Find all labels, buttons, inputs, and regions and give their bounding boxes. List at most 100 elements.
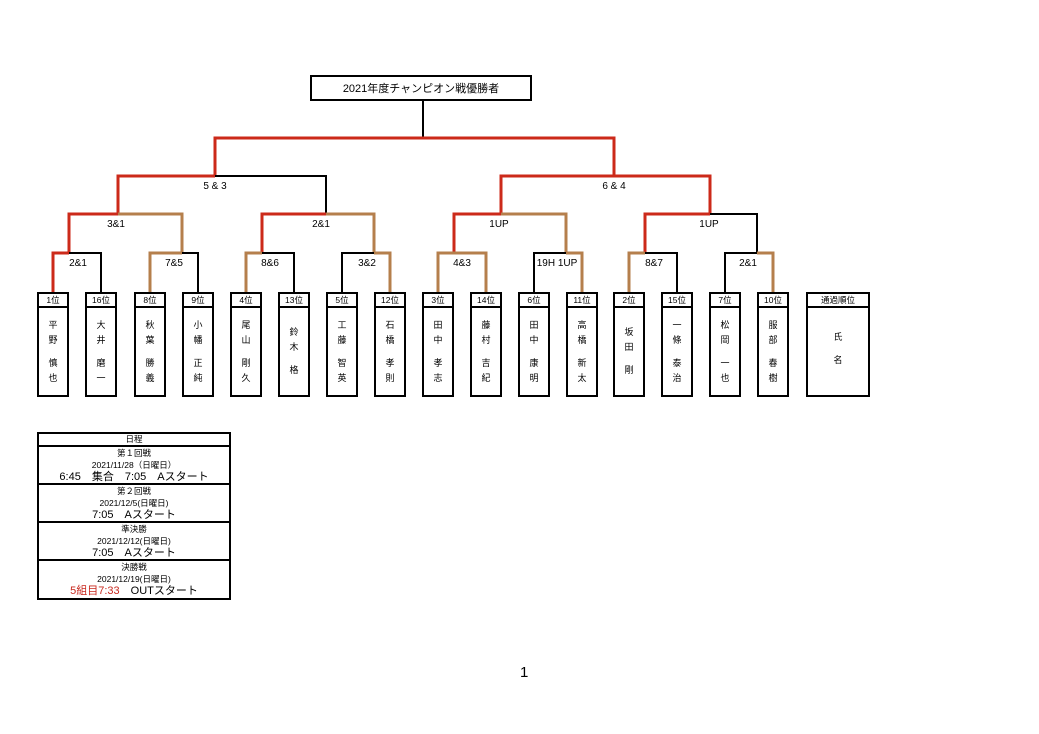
player-name-char: 紀 (481, 373, 491, 383)
player-name-char: 泰 (672, 358, 682, 368)
player-name-char: 孝 (433, 358, 443, 368)
player-seed: 8位 (136, 294, 164, 308)
bracket-final-left (213, 136, 423, 176)
bracket-r1-7-right (645, 252, 678, 292)
bracket-r1-2-left (148, 251, 182, 292)
player-name-char: 村 (481, 335, 491, 345)
bracket-r1-6-right (566, 251, 584, 292)
player-name-char: 高 (577, 320, 587, 330)
score-r1-3: 8&6 (261, 258, 279, 269)
bracket-r1-4-right (374, 251, 392, 292)
player-seed: 2位 (615, 294, 643, 308)
player-name-char: 山 (241, 335, 251, 345)
player-card-9: 3位田中孝志 (422, 292, 454, 397)
score-r1-7: 8&7 (645, 258, 663, 269)
round-label: 準決勝 (121, 524, 147, 534)
pass-rank-name-char: 名 (833, 355, 843, 365)
player-card-7: 5位工藤智英 (326, 292, 358, 397)
bracket-final-right (423, 136, 616, 176)
score-semi-1: 3&1 (107, 219, 125, 230)
round-date: 2021/12/12(日曜日) (97, 536, 171, 546)
score-semi-4: 1UP (699, 219, 719, 230)
score-semi-3: 1UP (489, 219, 509, 230)
player-name-char: 新 (577, 358, 587, 368)
score-final-left: 5 & 3 (203, 181, 227, 192)
player-name-char: 中 (433, 335, 443, 345)
player-name-char: 明 (529, 373, 539, 383)
bracket-r1-8-right (757, 251, 775, 292)
bracket-r1-8-left (724, 252, 757, 292)
player-card-13: 2位坂田剛 (613, 292, 645, 397)
player-seed: 5位 (328, 294, 356, 308)
player-name-char: 條 (672, 335, 682, 345)
bracket-semi-1-lose (215, 175, 327, 214)
score-final-right: 6 & 4 (602, 181, 626, 192)
score-r1-8: 2&1 (739, 258, 757, 269)
player-name-char: 木 (289, 342, 299, 352)
pass-rank-name-char: 氏 (833, 332, 843, 342)
player-seed: 11位 (568, 294, 596, 308)
player-name-char: 秋 (145, 320, 155, 330)
player-name-char: 吉 (481, 358, 491, 368)
bracket-q-1b (118, 212, 184, 253)
bracket-r1-5-left (436, 251, 454, 292)
bracket-r1-7-left (627, 251, 645, 292)
round-label: 第２回戦 (116, 486, 151, 496)
player-name-char: 正 (193, 358, 203, 368)
score-r1-6: 19H 1UP (536, 258, 578, 269)
bracket-r1-3-left (244, 251, 262, 292)
player-name-char: 治 (672, 373, 682, 383)
player-card-16: 10位服部春樹 (757, 292, 789, 397)
champion-title-box: 2021年度チャンピオン戦優勝者 (310, 75, 532, 101)
score-semi-2: 2&1 (312, 219, 330, 230)
schedule-round-3: 準決勝 2021/12/12(日曜日) 7:05 Aスタート (39, 523, 229, 561)
round-label: 第１回戦 (116, 448, 151, 458)
bracket-q-2b (326, 212, 376, 253)
player-seed: 14位 (472, 294, 500, 308)
round-label: 決勝戦 (121, 562, 147, 572)
player-name-char: 平 (48, 320, 58, 330)
player-name-char: 岡 (720, 335, 730, 345)
schedule-round-1: 第１回戦 2021/11/28（日曜日） 6:45 集合 7:05 Aスタート (39, 447, 229, 485)
round-time: 7:05 Aスタート (92, 509, 176, 521)
player-seed: 13位 (280, 294, 308, 308)
player-name-char: 幡 (193, 335, 203, 345)
player-name-char: 石 (385, 320, 395, 330)
player-card-5: 4位尾山剛久 (230, 292, 262, 397)
player-seed: 7位 (711, 294, 739, 308)
player-name-char: 井 (96, 335, 106, 345)
bracket-semi-1-win (116, 174, 215, 214)
player-name-char: 橋 (385, 335, 395, 345)
player-name-char: 藤 (337, 335, 347, 345)
player-seed: 10位 (759, 294, 787, 308)
player-name-char: 勝 (145, 358, 155, 368)
score-r1-5: 4&3 (453, 258, 471, 269)
round-date: 2021/11/28（日曜日） (91, 460, 177, 470)
schedule-round-4: 決勝戦 2021/12/19(日曜日) 5組目7:33 OUTスタート (39, 561, 229, 597)
bracket-r1-1-right (69, 252, 102, 292)
player-name-char: 格 (289, 365, 299, 375)
player-card-4: 9位小幡正純 (182, 292, 214, 397)
round-date: 2021/12/19(日曜日) (97, 574, 171, 584)
player-card-8: 12位石橋孝則 (374, 292, 406, 397)
bracket-q-4b (710, 213, 758, 253)
player-name-char: 葉 (145, 335, 155, 345)
player-name-char: 磨 (96, 358, 106, 368)
player-name-char: 藤 (481, 320, 491, 330)
pass-rank-label: 通過順位 (808, 294, 868, 308)
schedule-round-2: 第２回戦 2021/12/5(日曜日) 7:05 Aスタート (39, 485, 229, 523)
player-card-12: 11位高橋新太 (566, 292, 598, 397)
player-name-char: 一 (720, 358, 730, 368)
player-name-char: 中 (529, 335, 539, 345)
player-name-char: 久 (241, 373, 251, 383)
player-name-char: 尾 (241, 320, 251, 330)
bracket-semi-2-win (499, 174, 614, 214)
player-name-char: 太 (577, 373, 587, 383)
player-name-char: 田 (433, 320, 443, 330)
player-name-char: 剛 (241, 358, 251, 368)
bracket-r1-4-left (341, 252, 374, 292)
player-name-char: 則 (385, 373, 395, 383)
champion-title: 2021年度チャンピオン戦優勝者 (342, 83, 500, 95)
player-name-char: 英 (337, 373, 347, 383)
schedule-header: 日程 (39, 434, 229, 447)
